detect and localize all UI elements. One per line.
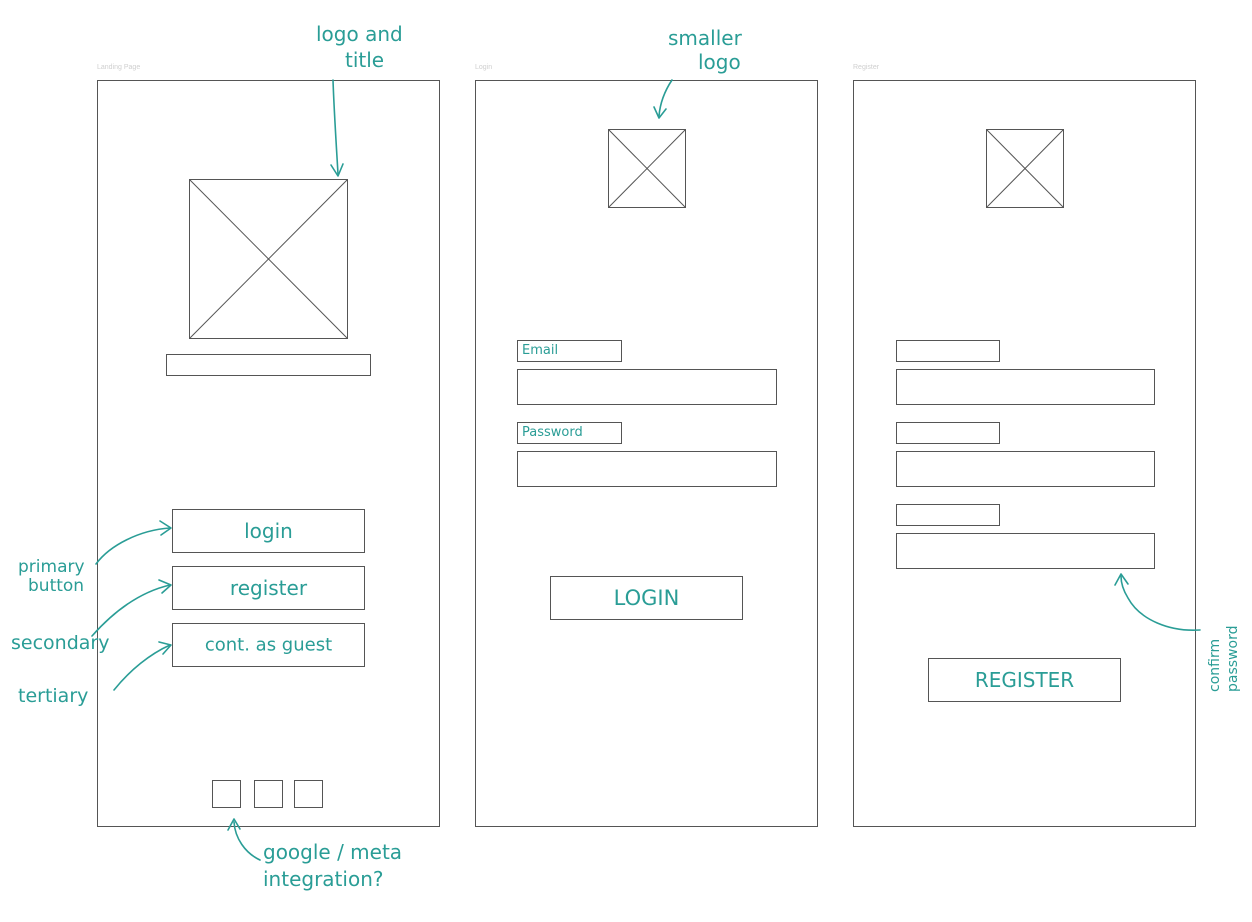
register-label-box-1 bbox=[896, 340, 1000, 362]
title-placeholder bbox=[166, 354, 371, 376]
social-login-button-2[interactable] bbox=[254, 780, 283, 808]
annotation-integration-line1: google / meta bbox=[263, 840, 403, 864]
register-submit-button[interactable]: REGISTER bbox=[928, 658, 1121, 702]
register-button[interactable]: register bbox=[172, 566, 365, 610]
landing-page-frame bbox=[97, 80, 440, 827]
register-field-1[interactable] bbox=[896, 369, 1155, 405]
annotation-primary-line1: primary bbox=[18, 557, 85, 577]
register-field-2[interactable] bbox=[896, 451, 1155, 487]
email-label: Email bbox=[522, 343, 559, 358]
annotation-smaller-logo-line1: smaller bbox=[668, 26, 742, 50]
guest-button-label: cont. as guest bbox=[204, 634, 333, 656]
email-field[interactable] bbox=[517, 369, 777, 405]
register-submit-label: REGISTER bbox=[974, 668, 1075, 692]
frame-label-login: Login bbox=[475, 64, 493, 71]
password-field[interactable] bbox=[517, 451, 777, 487]
register-button-label: register bbox=[229, 576, 308, 600]
annotation-secondary: secondary bbox=[11, 632, 110, 654]
register-logo-placeholder bbox=[986, 129, 1064, 208]
register-label-box-2 bbox=[896, 422, 1000, 444]
email-label-box: Email bbox=[517, 340, 622, 362]
annotation-integration-line2: integration? bbox=[263, 867, 384, 891]
annotation-smaller-logo-line2: logo bbox=[698, 50, 741, 74]
annotation-logo-title-line1: logo and bbox=[316, 22, 403, 46]
guest-button[interactable]: cont. as guest bbox=[172, 623, 365, 667]
confirm-password-field[interactable] bbox=[896, 533, 1155, 569]
frame-label-landing: Landing Page bbox=[97, 64, 141, 71]
login-submit-label: LOGIN bbox=[613, 586, 680, 610]
password-label-box: Password bbox=[517, 422, 622, 444]
social-login-button-1[interactable] bbox=[212, 780, 241, 808]
login-submit-button[interactable]: LOGIN bbox=[550, 576, 743, 620]
login-button[interactable]: login bbox=[172, 509, 365, 553]
annotation-primary-line2: button bbox=[28, 576, 85, 596]
social-login-button-3[interactable] bbox=[294, 780, 323, 808]
annotation-tertiary: tertiary bbox=[18, 685, 89, 707]
register-label-box-3 bbox=[896, 504, 1000, 526]
small-logo-placeholder bbox=[608, 129, 686, 208]
logo-image-placeholder bbox=[189, 179, 348, 339]
annotation-confirm-line2: password bbox=[1225, 625, 1241, 692]
annotation-confirm-line1: confirm bbox=[1207, 638, 1223, 692]
annotation-logo-title-line2: title bbox=[345, 48, 385, 72]
password-label: Password bbox=[522, 425, 583, 440]
login-button-label: login bbox=[244, 519, 293, 543]
frame-label-register: Register bbox=[853, 64, 880, 71]
